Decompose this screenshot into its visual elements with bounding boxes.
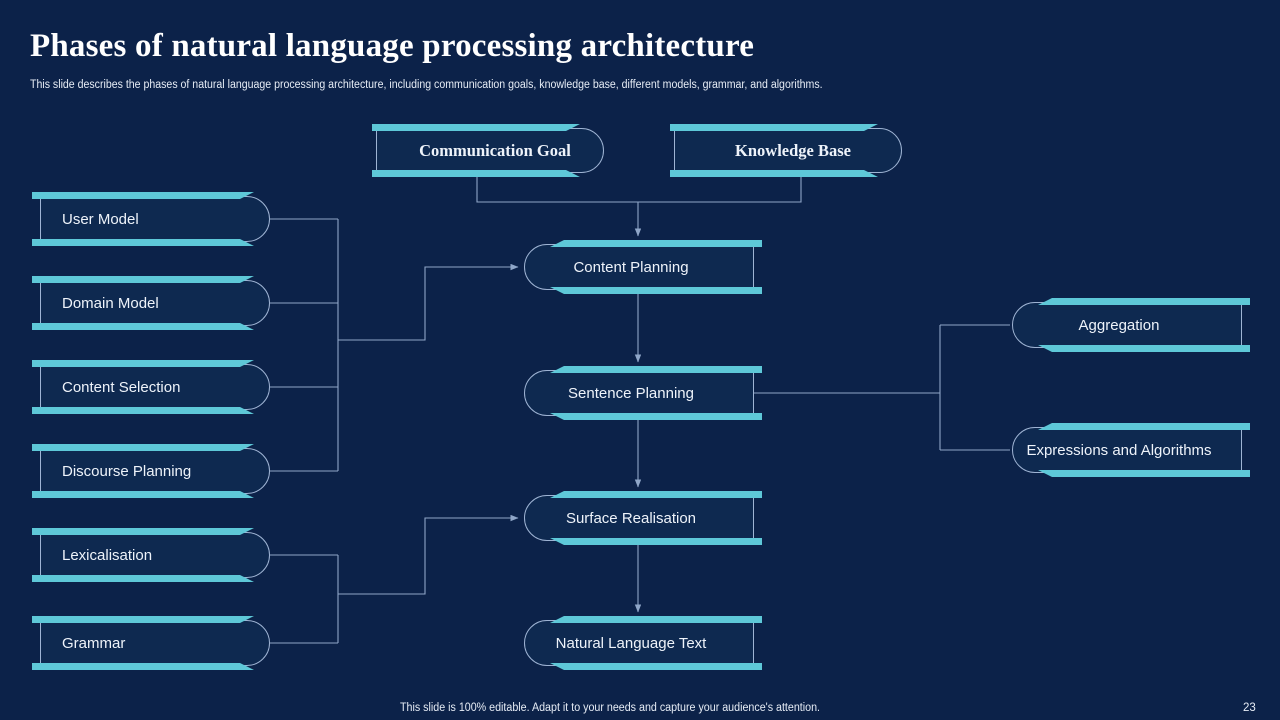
accent-bar-bottom [32,663,254,670]
node-label: Sentence Planning [568,384,694,402]
accent-bar-top [32,192,254,199]
node-label: Knowledge Base [735,140,851,160]
node-lexicalisation[interactable]: Lexicalisation [40,532,270,578]
accent-bar-top [550,366,762,373]
accent-bar-top [32,360,254,367]
node-label: Surface Realisation [565,509,697,527]
accent-bar-top [32,528,254,535]
accent-bar-top [32,616,254,623]
node-natural-language-text[interactable]: Natural Language Text [524,616,762,670]
accent-bar-bottom [32,407,254,414]
accent-bar-top [1038,298,1250,305]
node-outline [674,128,902,173]
accent-bar-bottom [1038,470,1250,477]
accent-bar-top [1038,423,1250,430]
node-surface-realisation[interactable]: Surface Realisation [524,491,762,545]
node-outline [40,196,270,242]
node-grammar[interactable]: Grammar [40,620,270,666]
node-label: Discourse Planning [62,462,192,480]
node-expressions-and-algorithms[interactable]: Expressions and Algorithms [1012,423,1250,477]
accent-bar-bottom [32,239,254,246]
node-label: Lexicalisation [62,546,153,564]
node-label: Grammar [62,634,126,652]
node-communication-goal[interactable]: Communication Goal [376,128,604,173]
node-sentence-planning[interactable]: Sentence Planning [524,366,762,420]
node-outline [40,280,270,326]
node-outline [524,244,754,290]
node-knowledge-base[interactable]: Knowledge Base [674,128,902,173]
node-discourse-planning[interactable]: Discourse Planning [40,448,270,494]
accent-bar-bottom [670,170,878,177]
node-label: Communication Goal [419,140,571,160]
node-label: Natural Language Text [555,634,707,652]
page-number: 23 [1243,702,1256,714]
node-user-model[interactable]: User Model [40,196,270,242]
page-subtitle: This slide describes the phases of natur… [30,79,823,91]
node-outline [40,448,270,494]
accent-bar-bottom [372,170,580,177]
accent-bar-bottom [32,575,254,582]
page-title: Phases of natural language processing ar… [30,28,755,64]
accent-bar-top [550,491,762,498]
node-aggregation[interactable]: Aggregation [1012,298,1250,352]
accent-bar-bottom [550,538,762,545]
accent-bar-bottom [550,663,762,670]
accent-bar-top [550,616,762,623]
accent-bar-top [372,124,580,131]
node-label: Content Planning [573,258,689,276]
node-label: Content Selection [62,378,181,396]
node-label: Aggregation [1078,316,1160,334]
accent-bar-top [32,444,254,451]
node-outline [524,620,754,666]
node-label: Domain Model [62,294,159,312]
node-domain-model[interactable]: Domain Model [40,280,270,326]
node-label: User Model [62,210,139,228]
accent-bar-bottom [32,491,254,498]
accent-bar-bottom [550,287,762,294]
accent-bar-top [32,276,254,283]
node-outline [376,128,604,173]
node-content-planning[interactable]: Content Planning [524,240,762,294]
accent-bar-bottom [1038,345,1250,352]
node-label: Expressions and Algorithms [1026,441,1212,459]
accent-bar-bottom [550,413,762,420]
accent-bar-top [670,124,878,131]
accent-bar-bottom [32,323,254,330]
accent-bar-top [550,240,762,247]
node-content-selection[interactable]: Content Selection [40,364,270,410]
footer-note: This slide is 100% editable. Adapt it to… [400,702,821,714]
